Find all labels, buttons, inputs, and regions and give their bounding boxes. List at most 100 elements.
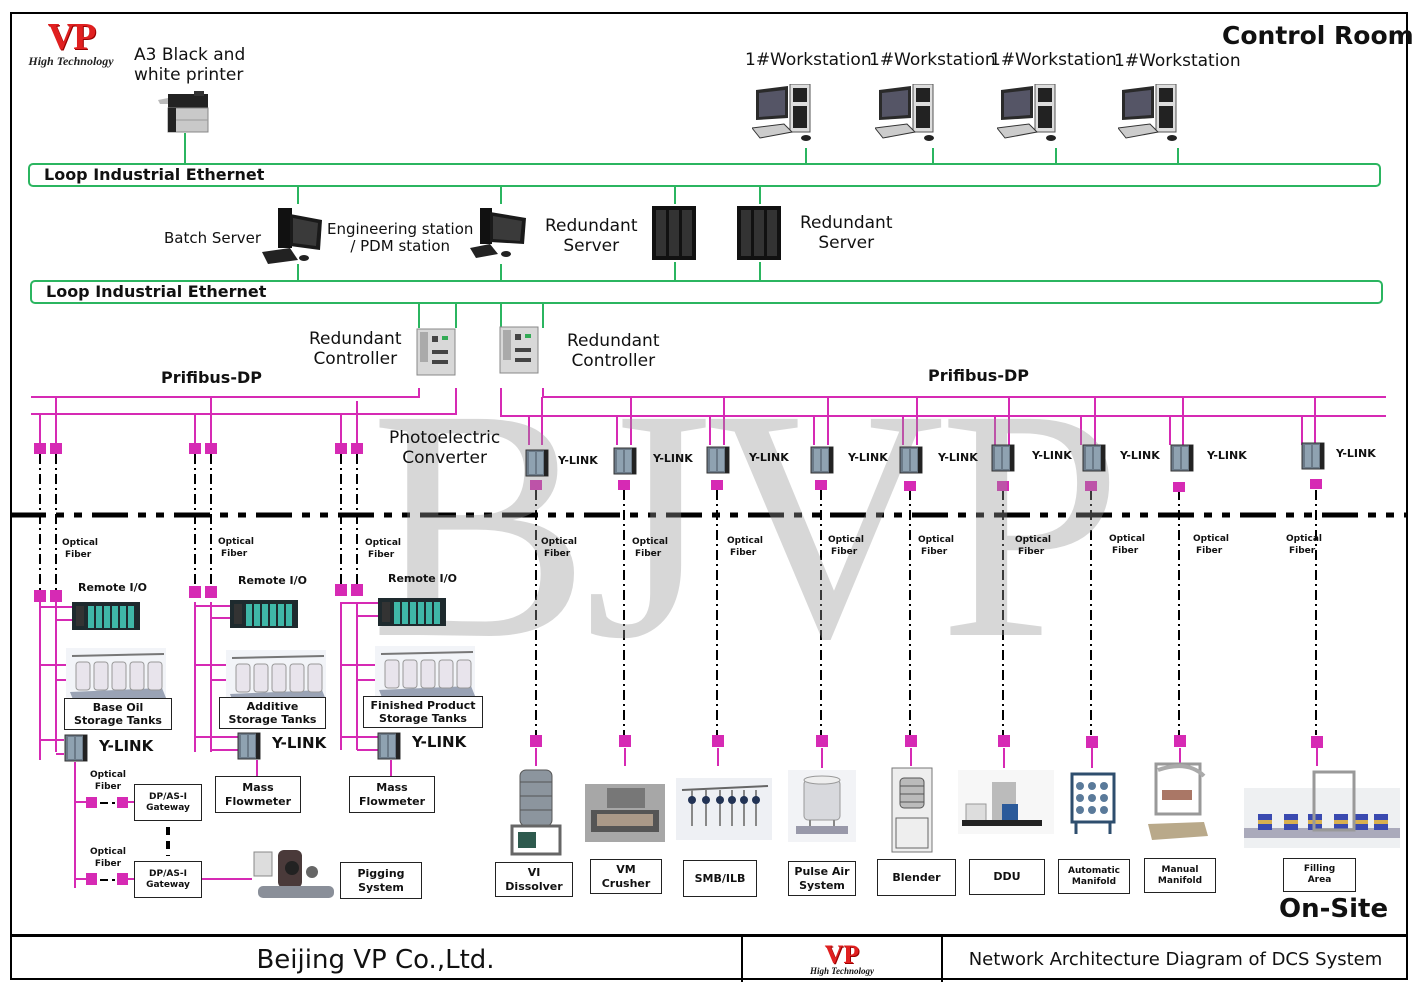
ylink-icon-6[interactable] (991, 442, 1017, 473)
ylink-label: Y-LINK (558, 454, 598, 467)
footer-logo-tagline: High Technology (810, 966, 874, 977)
footer-logo-cell: VP High Technology (743, 937, 943, 982)
batch-server-label: Batch Server (164, 229, 262, 247)
equipment-icon-9[interactable] (1244, 768, 1400, 850)
storage-tank-icon-1[interactable] (66, 648, 166, 700)
remote-io-icon-1[interactable] (72, 600, 142, 632)
ylink-icon-8[interactable] (1170, 442, 1196, 473)
redundant-server-2-icon[interactable] (735, 204, 783, 262)
batch-server-icon[interactable] (260, 206, 324, 264)
remote-io-label: Remote I/O (238, 574, 307, 587)
ylink-icon-2[interactable] (613, 445, 639, 476)
engineering-station-icon[interactable] (470, 206, 530, 258)
equipment-label-line2: Manifold (1071, 876, 1117, 887)
gateway-label-line2: Gateway (146, 879, 190, 890)
equipment-icon-1[interactable] (508, 768, 564, 856)
optical-fiber-line2: Fiber (94, 858, 122, 869)
optical-fiber-line1: Optical (90, 847, 126, 857)
ylink-icon-branch-2[interactable] (237, 730, 263, 761)
controller-2-icon[interactable] (499, 326, 541, 374)
remote-io-label: Remote I/O (78, 581, 147, 594)
redundant-server-2-label: Redundant Server (800, 213, 893, 253)
controller-2-label: Redundant Controller (567, 331, 660, 371)
printer-label-line1: A3 Black and (134, 45, 246, 65)
workstation-icon-1[interactable] (752, 84, 816, 144)
storage-tank-icon-2[interactable] (226, 650, 326, 702)
tank-label-line2: Storage Tanks (74, 714, 162, 727)
ylink-icon-5[interactable] (899, 444, 925, 475)
equipment-icon-8[interactable] (1148, 760, 1208, 842)
redundant-server-1-icon[interactable] (650, 204, 698, 262)
redundant-server-1-label: Redundant Server (545, 216, 638, 256)
zone-title-on-site: On-Site (1279, 894, 1389, 924)
controller-2-line1: Redundant (567, 331, 660, 351)
equipment-icon-6[interactable] (958, 770, 1054, 834)
workstation-icon-3[interactable] (997, 84, 1061, 144)
tank-label-line1: Finished Product (370, 698, 476, 712)
ylink-icon-1[interactable] (525, 447, 551, 478)
ylink-icon-9[interactable] (1301, 440, 1327, 471)
ylink-label: Y-LINK (653, 452, 693, 465)
logo-mark: VP (47, 16, 97, 58)
equipment-icon-5[interactable] (888, 764, 936, 856)
photo-converter-line1: Photoelectric (389, 428, 501, 448)
optical-fiber-line1: Optical (1109, 534, 1145, 544)
meter-label-line2: Flowmeter (224, 794, 292, 808)
equipment-icon-4[interactable] (788, 770, 856, 842)
equipment-label-line1: VI (527, 866, 541, 880)
optical-fiber-line1: Optical (828, 535, 864, 545)
equipment-label-line2: Area (1307, 875, 1332, 885)
workstation-icon-2[interactable] (875, 84, 939, 144)
controller-1-icon[interactable] (416, 328, 458, 376)
title-block: Beijing VP Co.,Ltd. VP High Technology N… (10, 934, 1408, 982)
workstation-icon-4[interactable] (1118, 84, 1182, 144)
optical-fiber-line2: Fiber (94, 781, 122, 792)
ethernet-links (28, 133, 1383, 328)
ylink-icon-3[interactable] (706, 444, 732, 475)
footer-title-cell: Network Architecture Diagram of DCS Syst… (943, 937, 1408, 982)
equipment-icon-2[interactable] (585, 784, 665, 842)
equipment-icon-3[interactable] (676, 778, 772, 840)
equipment-box-3[interactable]: SMB/ILB (683, 860, 757, 897)
remote-io-icon-3[interactable] (378, 596, 448, 628)
printer-icon[interactable] (158, 90, 214, 136)
remote-io-icon-2[interactable] (230, 598, 300, 630)
equipment-label-line1: SMB/ILB (694, 871, 746, 885)
ylink-icon-branch-1[interactable] (64, 732, 90, 763)
redundant-server-1-line1: Redundant (545, 216, 638, 236)
equipment-label-line2: Crusher (601, 876, 651, 890)
gateway-label-line1: DP/AS-I (149, 791, 187, 802)
ylink-icon-branch-3[interactable] (377, 730, 403, 761)
pigging-system-icon[interactable] (252, 846, 336, 908)
equipment-icon-7[interactable] (1068, 772, 1118, 836)
ylink-icon-7[interactable] (1082, 442, 1108, 473)
equipment-label-line1: VM (616, 863, 636, 877)
storage-tank-icon-3[interactable] (375, 646, 475, 698)
ylink-icon-4[interactable] (810, 444, 836, 475)
ylink-label: Y-LINK (1032, 449, 1072, 462)
equipment-box-6[interactable]: DDU (969, 859, 1045, 895)
equipment-box-5[interactable]: Blender (877, 859, 956, 896)
